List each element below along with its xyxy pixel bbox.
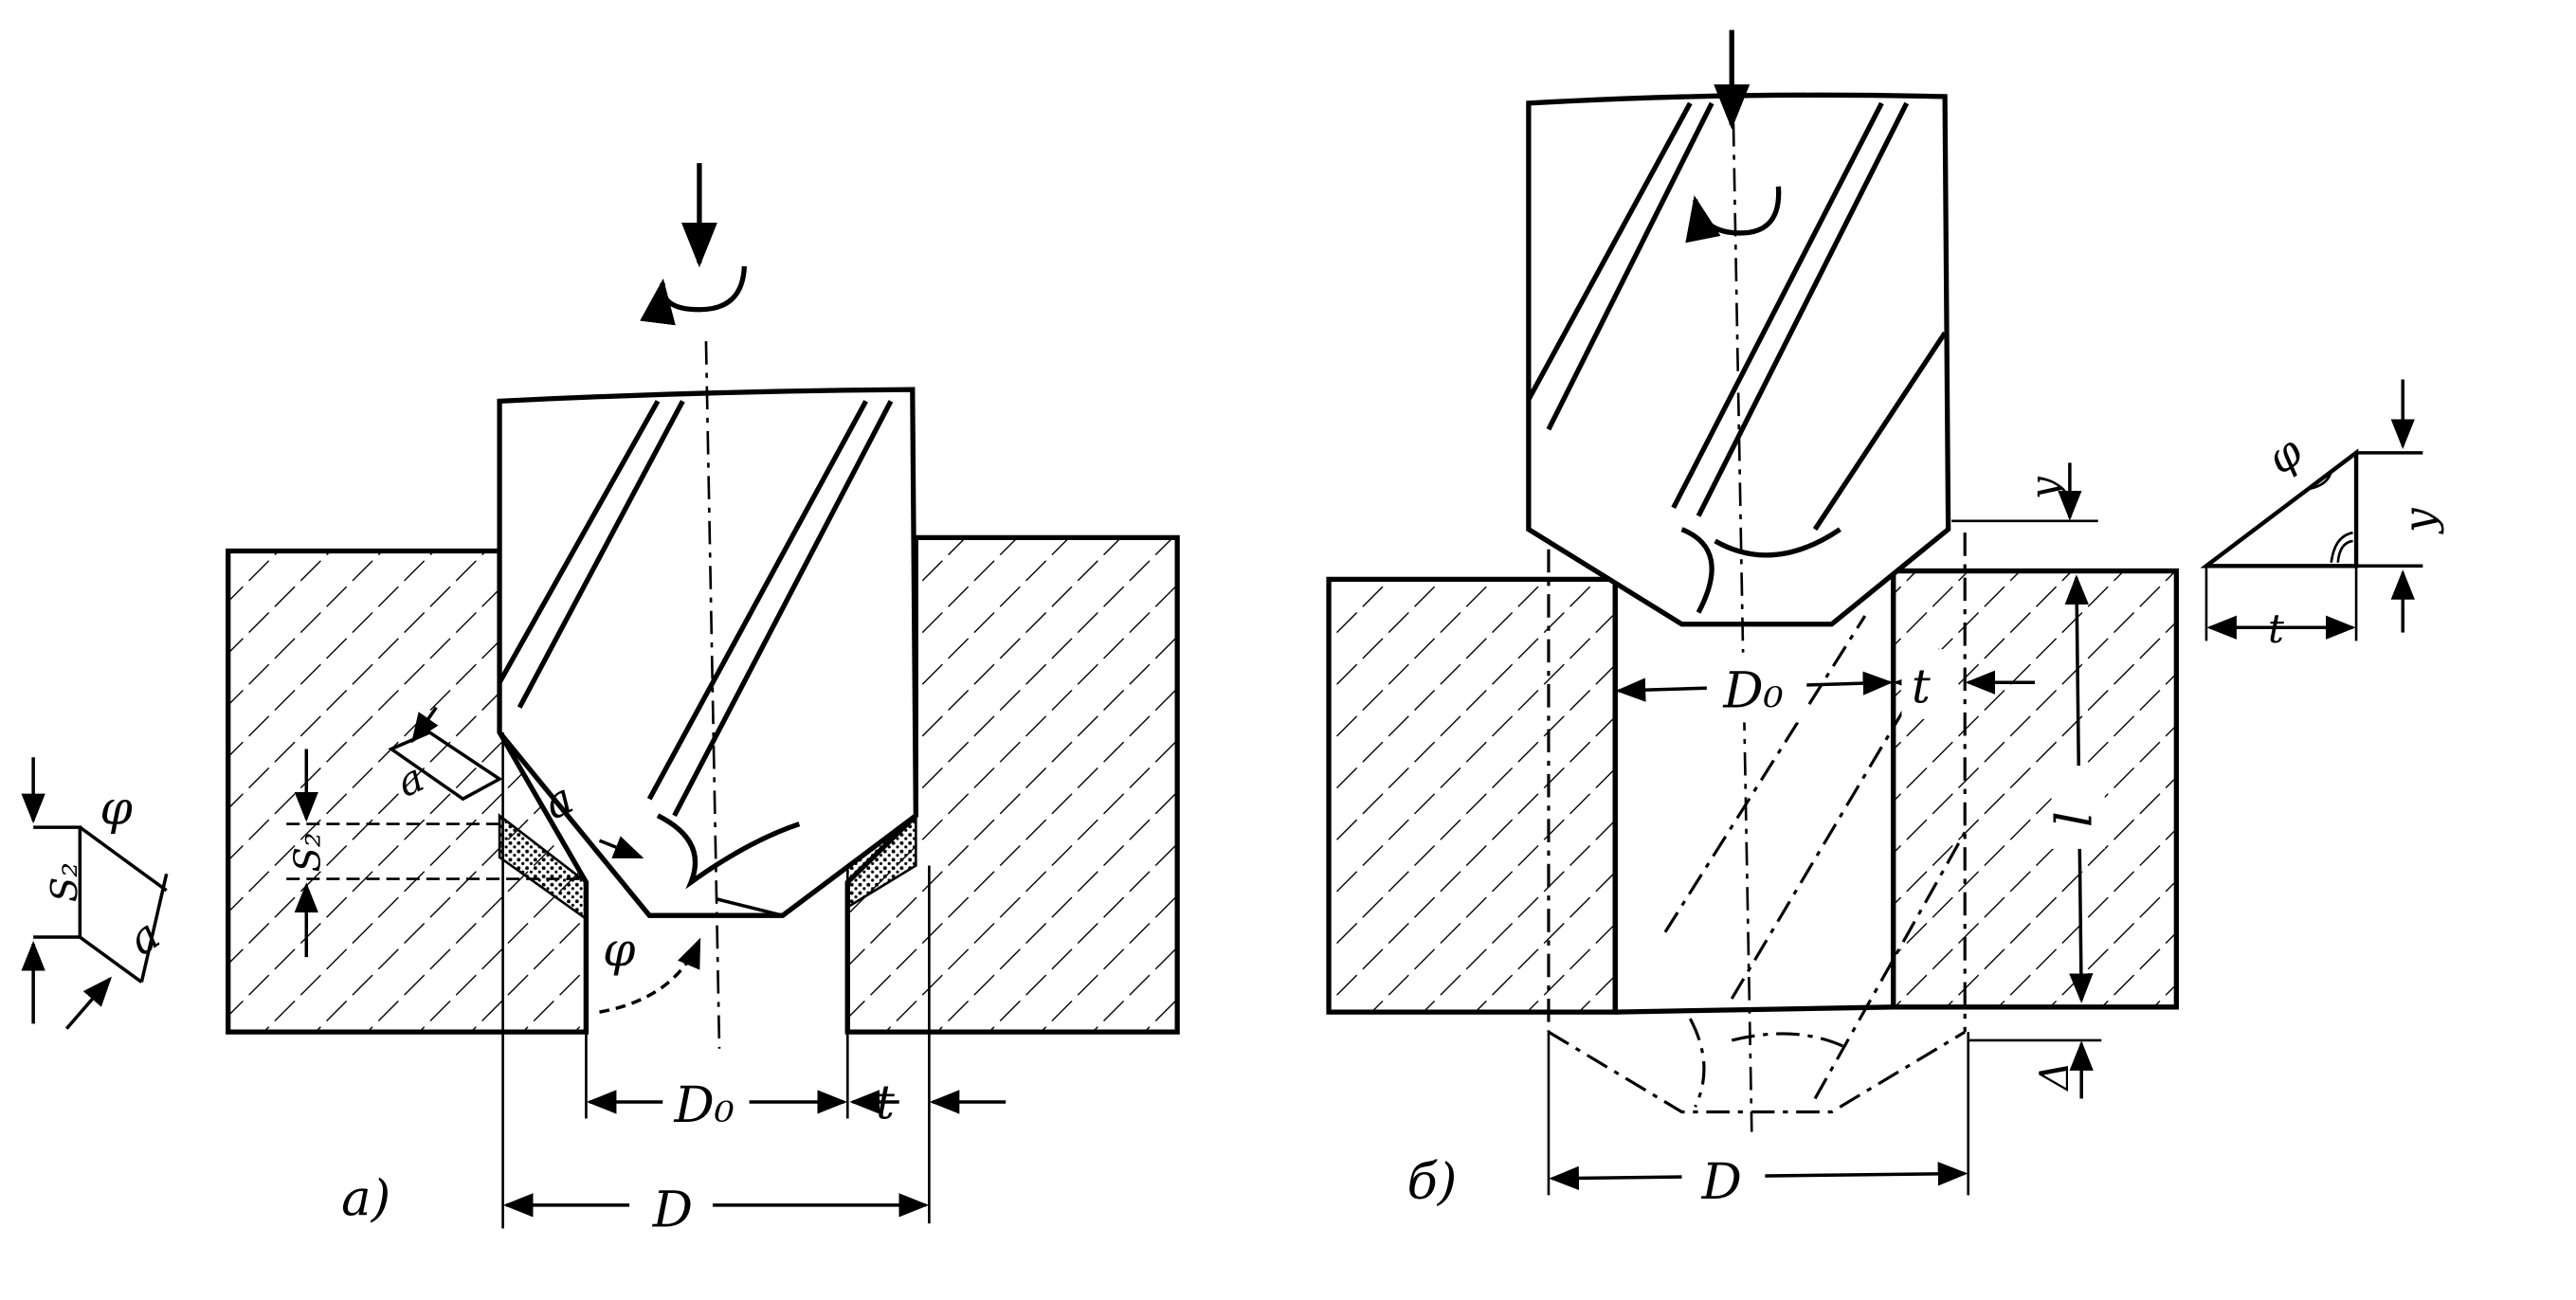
label-t-b: t: [1912, 659, 1931, 713]
label-a-inset: a: [119, 910, 170, 966]
label-phi-a: φ: [603, 922, 636, 977]
label-d-b: D: [1701, 1153, 1742, 1211]
chip-layer-left: [498, 813, 588, 922]
figure-b: D₀ t D y l Δ б): [1326, 29, 2179, 1211]
label-l-b: l: [2046, 811, 2104, 827]
phi-arc-a: [599, 937, 701, 1014]
figure-a: D D₀ t φ a a S₂ а): [226, 163, 1180, 1239]
label-y-b: y: [2022, 476, 2068, 501]
label-d0-a: D₀: [674, 1076, 735, 1134]
workpiece-left-b: [1326, 576, 1618, 1015]
inset-b: φ y t: [2200, 379, 2445, 652]
caption-b: б): [1407, 1153, 1458, 1211]
label-sz-inset: S₂: [44, 862, 86, 902]
caption-a: а): [341, 1169, 390, 1227]
label-y-inset-b: y: [2395, 507, 2445, 534]
label-phi-inset-a: φ: [100, 781, 133, 836]
label-t-inset-b: t: [2268, 605, 2284, 652]
rotation-arrow-a: [640, 265, 747, 326]
label-t-a: t: [876, 1075, 895, 1130]
label-delta-b: Δ: [2031, 1061, 2077, 1092]
drill-a: [497, 387, 918, 918]
label-sz-a: S₂: [286, 833, 329, 873]
inset-a: φ a S₂: [21, 757, 170, 1030]
ghost-drill-b: [1547, 533, 1967, 1114]
centerline-b: [1730, 33, 1753, 1132]
label-d-a: D: [652, 1182, 693, 1239]
label-d0-b: D₀: [1722, 662, 1783, 720]
workpiece-right-b: [1891, 568, 2179, 1010]
rotation-arrow-b: [1685, 186, 1782, 244]
centerline-a: [704, 341, 721, 1049]
label-phi-inset-b: φ: [2258, 426, 2312, 485]
